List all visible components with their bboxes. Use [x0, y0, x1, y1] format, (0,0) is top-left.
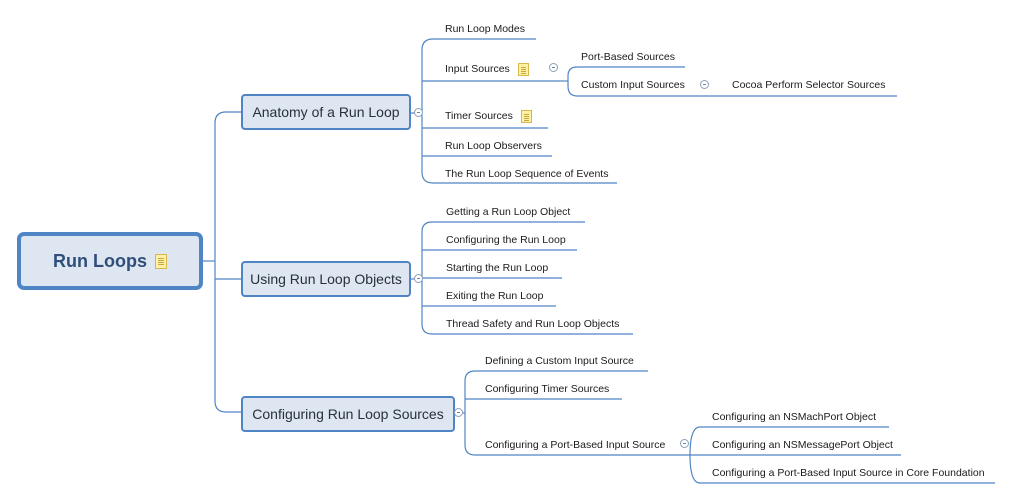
topic-label: Timer Sources [445, 110, 513, 122]
topic-getting-run-loop-object[interactable]: Getting a Run Loop Object [446, 205, 570, 219]
topic-label: Configuring the Run Loop [446, 234, 566, 246]
note-icon[interactable] [154, 253, 167, 269]
topic-label: Custom Input Sources [581, 79, 685, 91]
topic-label: Configuring a Port-Based Input Source [485, 439, 666, 451]
topic-starting-run-loop[interactable]: Starting the Run Loop [446, 261, 548, 275]
root-title: Run Loops [53, 250, 147, 271]
branch-label: Anatomy of a Run Loop [252, 104, 400, 120]
topic-label: Run Loop Modes [445, 23, 525, 35]
note-icon[interactable] [520, 109, 532, 123]
topic-run-loop-observers[interactable]: Run Loop Observers [445, 139, 542, 153]
root-topic[interactable]: Run Loops [17, 232, 203, 290]
branch-anatomy[interactable]: Anatomy of a Run Loop [241, 94, 411, 130]
branch-label: Configuring Run Loop Sources [252, 406, 444, 422]
topic-nsmachport[interactable]: Configuring an NSMachPort Object [712, 410, 876, 424]
topic-run-loop-modes[interactable]: Run Loop Modes [445, 22, 525, 36]
topic-label: Configuring Timer Sources [485, 383, 610, 395]
topic-label: Starting the Run Loop [446, 262, 549, 274]
collapse-icon[interactable] [454, 408, 463, 417]
topic-nsmessageport[interactable]: Configuring an NSMessagePort Object [712, 438, 893, 452]
collapse-icon[interactable] [700, 80, 709, 89]
topic-cocoa-perform-selector-sources[interactable]: Cocoa Perform Selector Sources [732, 78, 885, 92]
topic-label: Thread Safety and Run Loop Objects [446, 318, 620, 330]
collapse-icon[interactable] [549, 63, 558, 72]
topic-label: Configuring a Port-Based Input Source in… [712, 467, 985, 479]
topic-configuring-run-loop[interactable]: Configuring the Run Loop [446, 233, 566, 247]
topic-defining-custom-input-source[interactable]: Defining a Custom Input Source [485, 354, 634, 368]
topic-label: Port-Based Sources [581, 51, 675, 63]
collapse-icon[interactable] [414, 108, 423, 117]
topic-label: Cocoa Perform Selector Sources [732, 79, 886, 91]
topic-exiting-run-loop[interactable]: Exiting the Run Loop [446, 289, 543, 303]
topic-label: Exiting the Run Loop [446, 290, 544, 302]
topic-timer-sources[interactable]: Timer Sources [445, 109, 532, 123]
topic-port-based-sources[interactable]: Port-Based Sources [581, 50, 675, 64]
topic-label: The Run Loop Sequence of Events [445, 168, 609, 180]
topic-label: Run Loop Observers [445, 140, 542, 152]
note-icon[interactable] [517, 62, 529, 76]
topic-label: Getting a Run Loop Object [446, 206, 571, 218]
collapse-icon[interactable] [414, 274, 423, 283]
topic-input-sources[interactable]: Input Sources [445, 62, 529, 76]
topic-thread-safety[interactable]: Thread Safety and Run Loop Objects [446, 317, 619, 331]
branch-sources[interactable]: Configuring Run Loop Sources [241, 396, 455, 432]
topic-label: Input Sources [445, 63, 510, 75]
topic-configuring-port-based-input-source[interactable]: Configuring a Port-Based Input Source [485, 438, 665, 452]
topic-label: Configuring an NSMessagePort Object [712, 439, 893, 451]
topic-label: Defining a Custom Input Source [485, 355, 634, 367]
branch-using[interactable]: Using Run Loop Objects [241, 261, 411, 297]
topic-custom-input-sources[interactable]: Custom Input Sources [581, 78, 685, 92]
topic-configuring-timer-sources[interactable]: Configuring Timer Sources [485, 382, 609, 396]
collapse-icon[interactable] [680, 439, 689, 448]
topic-label: Configuring an NSMachPort Object [712, 411, 876, 423]
branch-label: Using Run Loop Objects [250, 271, 402, 287]
topic-core-foundation[interactable]: Configuring a Port-Based Input Source in… [712, 466, 985, 480]
topic-run-loop-sequence[interactable]: The Run Loop Sequence of Events [445, 167, 608, 181]
